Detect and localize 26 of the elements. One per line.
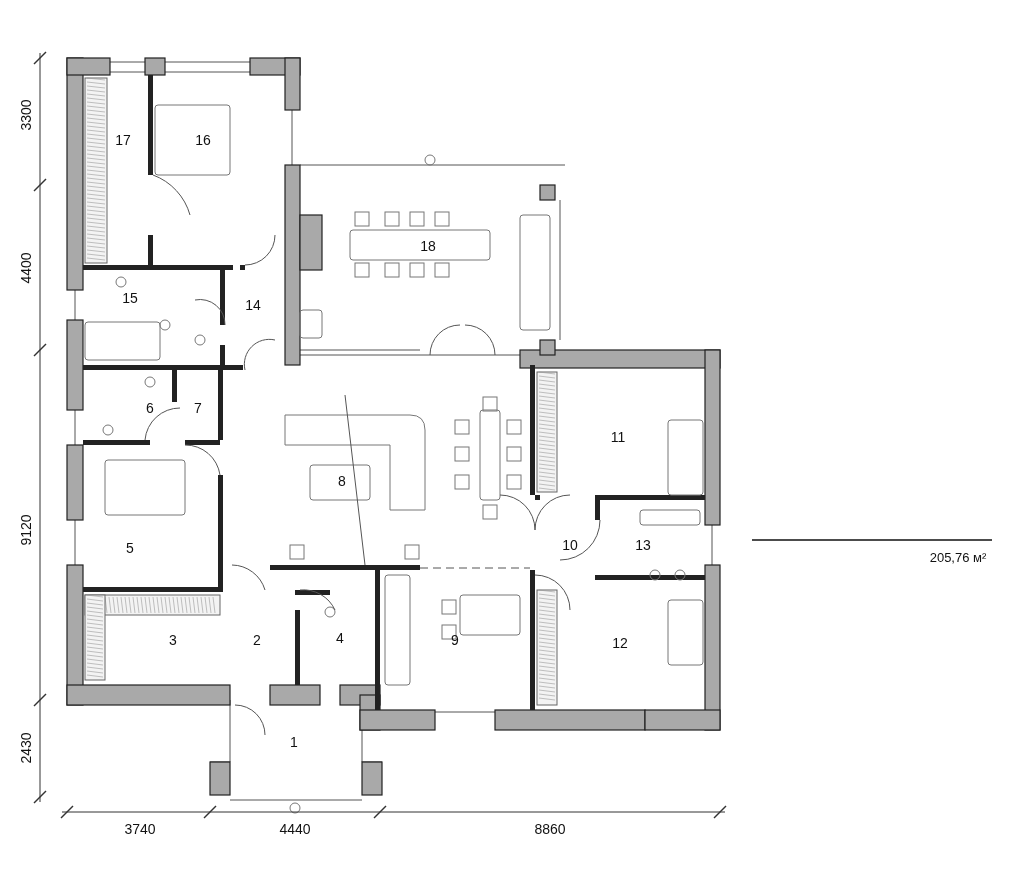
room-number: 16 xyxy=(195,133,211,147)
area-label: 205,76 м² xyxy=(929,550,987,564)
room-number: 5 xyxy=(126,541,134,555)
room-number: 3 xyxy=(169,633,177,647)
dimension-label: 9120 xyxy=(19,514,33,546)
room-number: 14 xyxy=(245,298,261,312)
room-number: 15 xyxy=(122,291,138,305)
room-number: 12 xyxy=(612,636,628,650)
room-number: 1 xyxy=(290,735,298,749)
room-number: 17 xyxy=(115,133,131,147)
room-number: 9 xyxy=(451,633,459,647)
room-number: 10 xyxy=(562,538,578,552)
room-number: 8 xyxy=(338,474,346,488)
room-number: 4 xyxy=(336,631,344,645)
dimension-label: 4440 xyxy=(279,822,311,836)
dimension-label: 2430 xyxy=(19,732,33,764)
dimension-label: 3740 xyxy=(124,822,156,836)
room-number: 18 xyxy=(420,239,436,253)
room-number: 7 xyxy=(194,401,202,415)
dimension-label: 8860 xyxy=(534,822,566,836)
room-number: 13 xyxy=(635,538,651,552)
room-number: 2 xyxy=(253,633,261,647)
room-number: 11 xyxy=(610,430,626,444)
dimension-label: 4400 xyxy=(19,252,33,284)
room-number: 6 xyxy=(146,401,154,415)
dimension-label: 3300 xyxy=(19,99,33,131)
